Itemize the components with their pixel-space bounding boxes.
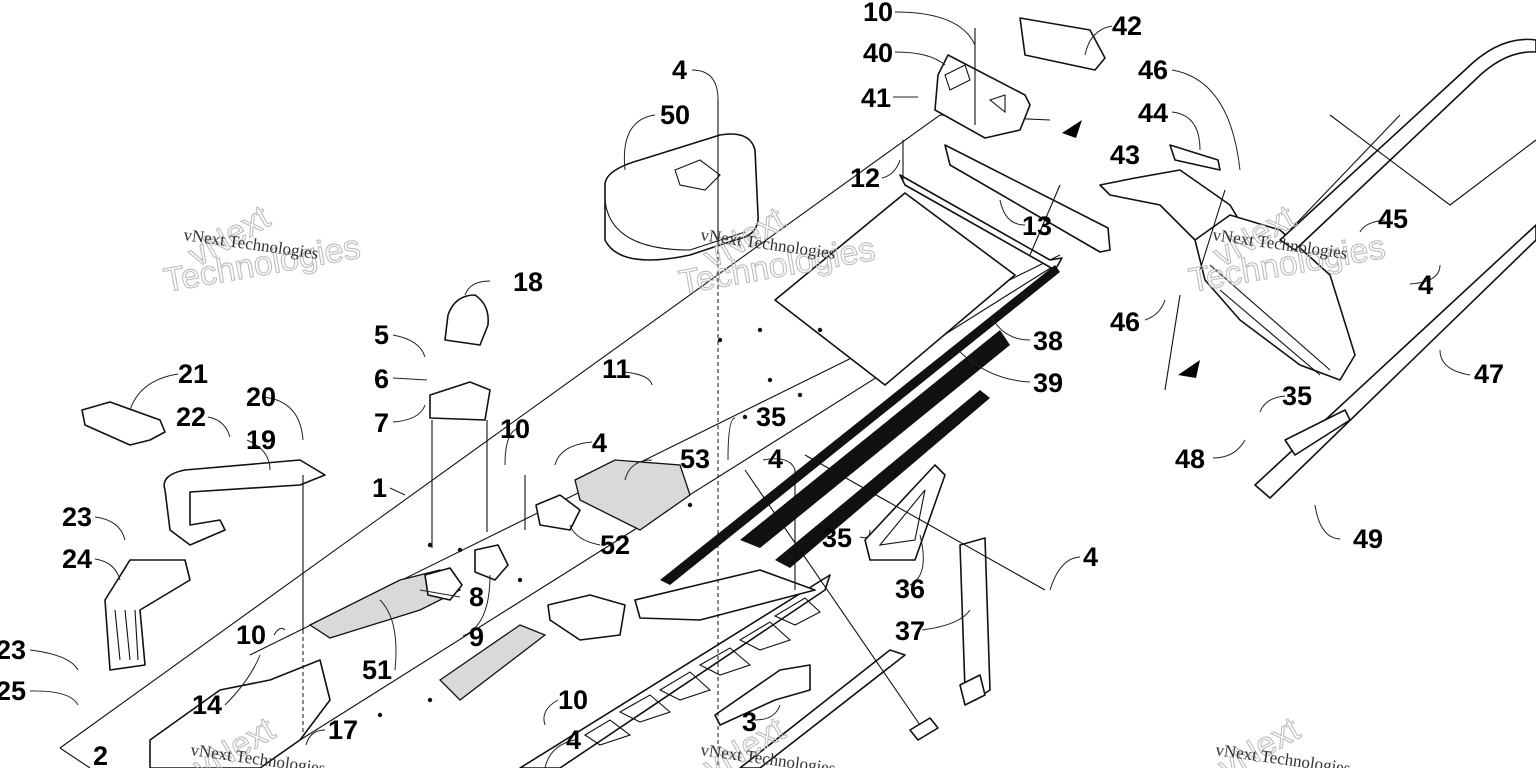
callout-43: 43 — [1110, 140, 1140, 170]
callout-17: 17 — [328, 715, 358, 745]
callout-7: 7 — [374, 408, 389, 438]
part-36-brace — [864, 464, 946, 561]
callout-12: 12 — [850, 163, 880, 193]
callout-10: 10 — [500, 414, 530, 444]
direction-arrows — [1062, 120, 1200, 378]
running-board — [519, 574, 831, 768]
callout-46: 46 — [1110, 307, 1140, 337]
callout-38: 38 — [1033, 326, 1063, 356]
callout-13: 13 — [1022, 211, 1052, 241]
callout-49: 49 — [1353, 524, 1383, 554]
callout-42: 42 — [1112, 11, 1142, 41]
part-37-grab-handle — [959, 537, 991, 706]
part-40-bracket — [934, 54, 1031, 139]
callout-4: 4 — [1418, 270, 1433, 300]
part-48-bracket — [1284, 409, 1351, 456]
side-decal-stripes — [660, 265, 1060, 585]
callout-14: 14 — [192, 690, 222, 720]
callout-35: 35 — [822, 523, 852, 553]
callout-4: 4 — [1083, 542, 1098, 572]
callout-4: 4 — [592, 428, 607, 458]
callout-leaders — [29, 11, 1471, 768]
callout-21: 21 — [178, 359, 208, 389]
part-52-bracket — [535, 494, 581, 531]
callout-19: 19 — [246, 425, 276, 455]
part-24-heat-shield — [104, 559, 191, 671]
callout-25: 25 — [0, 676, 26, 706]
part-19-handle — [163, 459, 326, 546]
part-3-footrest-bracket — [714, 664, 811, 726]
front-bulkhead — [149, 569, 816, 768]
part-42-taillight — [1019, 17, 1106, 71]
callout-4: 4 — [672, 55, 687, 85]
callout-10: 10 — [558, 685, 588, 715]
callout-35: 35 — [1282, 381, 1312, 411]
callout-44: 44 — [1138, 98, 1168, 128]
tunnel-rear-window — [774, 174, 1063, 386]
callout-23: 23 — [0, 635, 26, 665]
part-50-storage-bag — [604, 133, 759, 261]
callout-10: 10 — [236, 620, 266, 650]
callout-1: 1 — [372, 473, 387, 503]
callout-51: 51 — [362, 655, 392, 685]
rivet-holes — [377, 327, 823, 718]
side-rail — [739, 649, 939, 768]
part-8-patch — [424, 567, 463, 601]
callout-10: 10 — [863, 0, 893, 27]
callout-6: 6 — [374, 364, 389, 394]
callout-23: 23 — [62, 502, 92, 532]
callout-4: 4 — [768, 444, 783, 474]
callout-46: 46 — [1138, 55, 1168, 85]
callout-39: 39 — [1033, 368, 1063, 398]
part-18-cover — [444, 294, 490, 346]
callout-40: 40 — [863, 38, 893, 68]
callout-4: 4 — [566, 725, 581, 755]
callout-47: 47 — [1474, 359, 1504, 389]
callout-50: 50 — [660, 100, 690, 130]
callout-48: 48 — [1175, 444, 1205, 474]
part-13-rear-bumper-bracket — [944, 144, 1111, 253]
callout-8: 8 — [469, 582, 484, 612]
callout-24: 24 — [62, 544, 92, 574]
callout-labels: 10 42 40 46 41 44 43 4 50 12 13 45 4 46 … — [0, 0, 1504, 768]
callout-2: 2 — [93, 741, 108, 768]
grip-pads — [308, 459, 691, 701]
callout-5: 5 — [374, 320, 389, 350]
callout-11: 11 — [602, 354, 631, 384]
callout-53: 53 — [680, 444, 710, 474]
part-21-cover — [81, 401, 166, 446]
callout-9: 9 — [469, 622, 484, 652]
callout-41: 41 — [861, 83, 891, 113]
part-44-flap — [1169, 144, 1221, 171]
callout-18: 18 — [513, 267, 543, 297]
callout-3: 3 — [742, 707, 757, 737]
part-7-bracket — [429, 381, 491, 421]
part-9-patch — [474, 544, 509, 581]
part-45-rear-cover — [1194, 214, 1356, 381]
callout-35: 35 — [756, 402, 786, 432]
callout-22: 22 — [176, 402, 206, 432]
callout-20: 20 — [246, 382, 276, 412]
fastener-lines — [302, 28, 1226, 768]
callout-36: 36 — [895, 574, 925, 604]
callout-37: 37 — [895, 616, 925, 646]
callout-52: 52 — [600, 530, 630, 560]
callout-45: 45 — [1378, 204, 1408, 234]
